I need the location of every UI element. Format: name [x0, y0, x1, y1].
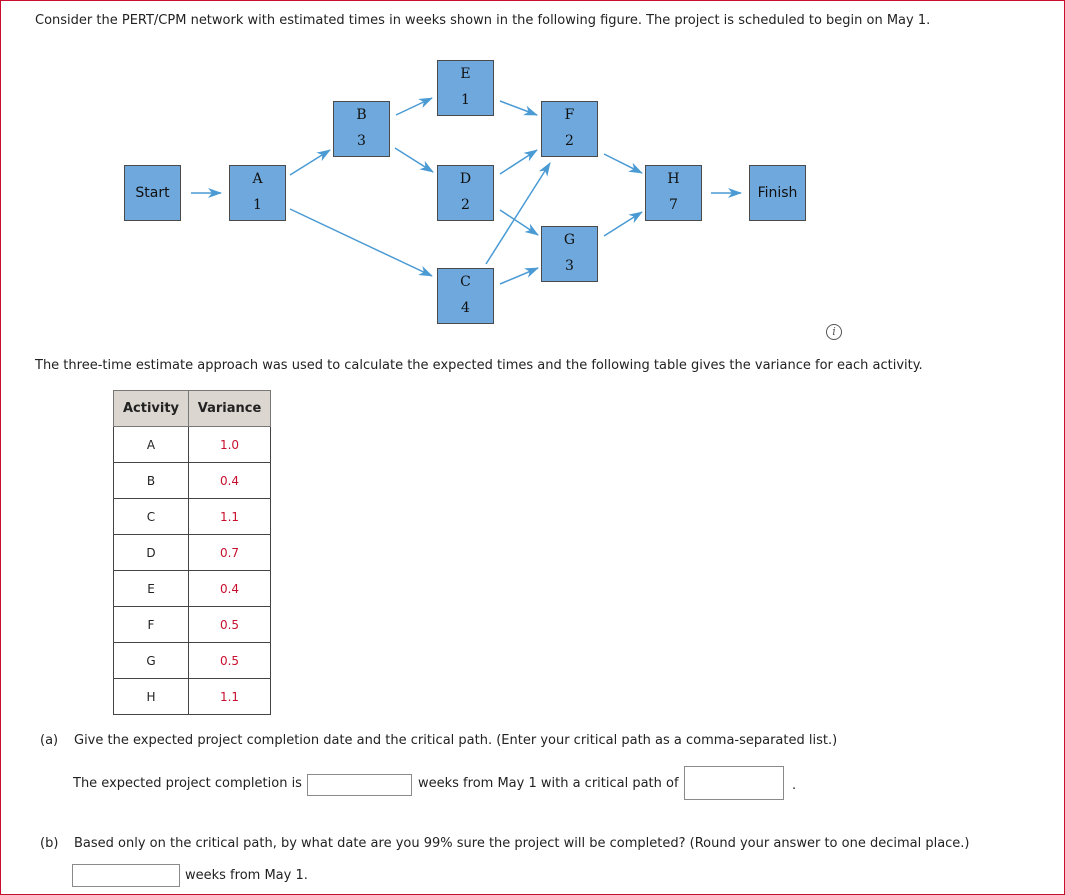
intro-text: Consider the PERT/CPM network with estim…: [35, 13, 931, 28]
node-g-time: 3: [565, 258, 574, 274]
arrow-d-g: [499, 209, 539, 236]
part-a-text: Give the expected project completion dat…: [74, 733, 838, 748]
part-a-text2: weeks from May 1 with a critical path of: [418, 776, 679, 791]
node-g-id: G: [563, 232, 576, 248]
part-a-label: (a): [40, 733, 59, 748]
variance-cell: 1.0: [188, 426, 271, 463]
node-finish: Finish: [749, 165, 806, 221]
node-d-time: 2: [461, 197, 470, 213]
arrow-a-b: [289, 149, 331, 176]
arrow-e-f: [499, 100, 538, 116]
variance-cell: 0.5: [188, 642, 271, 679]
node-e-id: E: [460, 66, 471, 82]
node-b-time: 3: [357, 133, 366, 149]
arrow-g-h: [603, 211, 643, 237]
part-b-label: (b): [40, 836, 59, 851]
node-h-time: 7: [669, 197, 678, 213]
activity-cell: H: [113, 678, 189, 715]
part-a-prompt: (a) Give the expected project completion …: [40, 733, 837, 748]
activity-cell: D: [113, 534, 189, 571]
node-f: F 2: [541, 101, 598, 157]
arrow-f-h: [603, 153, 643, 174]
part-b-text1: weeks from May 1.: [185, 868, 308, 883]
node-finish-label: Finish: [757, 185, 798, 201]
description-text: The three-time estimate approach was use…: [35, 358, 923, 373]
part-b-text: Based only on the critical path, by what…: [74, 836, 970, 851]
completion-weeks-input[interactable]: [307, 774, 412, 796]
activity-cell: B: [113, 462, 189, 499]
arrow-a-c: [289, 208, 433, 277]
node-a-time: 1: [253, 197, 262, 213]
node-f-time: 2: [565, 133, 574, 149]
node-f-id: F: [564, 107, 575, 123]
activity-cell: C: [113, 498, 189, 535]
node-a-id: A: [252, 171, 263, 187]
node-e-time: 1: [461, 92, 470, 108]
node-d-id: D: [459, 171, 472, 187]
variance-cell: 0.5: [188, 606, 271, 643]
activity-cell: A: [113, 426, 189, 463]
variance-cell: 1.1: [188, 678, 271, 715]
variance-cell: 0.4: [188, 570, 271, 607]
node-g: G 3: [541, 226, 598, 282]
part-a-period: .: [792, 778, 797, 793]
activity-cell: F: [113, 606, 189, 643]
node-start-label: Start: [135, 185, 170, 201]
variance-cell: 1.1: [188, 498, 271, 535]
node-b-id: B: [356, 107, 367, 123]
variance-cell: 0.7: [188, 534, 271, 571]
activity-cell: E: [113, 570, 189, 607]
arrow-b-e: [395, 97, 433, 116]
part-b-prompt: (b) Based only on the critical path, by w…: [40, 836, 970, 851]
node-h-id: H: [667, 171, 680, 187]
network-diagram: [191, 97, 742, 285]
arrow-b-d: [394, 147, 434, 173]
header-variance: Variance: [188, 390, 271, 427]
node-start: Start: [124, 165, 181, 221]
variance-cell: 0.4: [188, 462, 271, 499]
arrow-c-f: [485, 162, 551, 265]
arrow-c-g: [499, 267, 539, 285]
node-a: A 1: [229, 165, 286, 221]
node-c: C 4: [437, 268, 494, 324]
node-c-id: C: [460, 274, 471, 290]
confidence-weeks-input[interactable]: [72, 864, 180, 887]
node-h: H 7: [645, 165, 702, 221]
arrow-d-f: [499, 149, 538, 175]
node-d: D 2: [437, 165, 494, 221]
info-icon[interactable]: i: [826, 324, 842, 340]
part-a-text1: The expected project completion is: [73, 776, 302, 791]
node-c-time: 4: [461, 300, 470, 316]
header-activity: Activity: [113, 390, 189, 427]
activity-cell: G: [113, 642, 189, 679]
node-e: E 1: [437, 60, 494, 116]
node-b: B 3: [333, 101, 390, 157]
critical-path-input[interactable]: [684, 766, 784, 800]
